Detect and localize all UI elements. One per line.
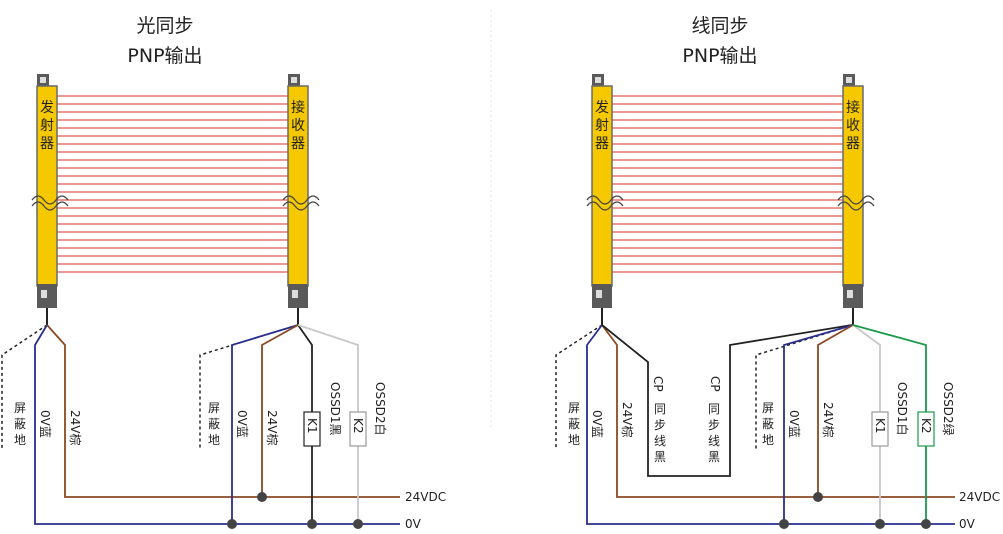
cp-label-4: 线 (654, 434, 666, 448)
k1-relay (303, 411, 321, 447)
shield-label-1: 屏 (762, 401, 774, 415)
shield-label-3: 地 (568, 433, 580, 447)
junction-dot (779, 519, 789, 529)
v0-label: 0V蓝 (787, 410, 801, 438)
emitter-label-3: 器 (40, 136, 54, 152)
light-sync-panel: 光同步 PNP输出 发 射 器 (1, 15, 446, 531)
power-rails: 24VDC 0V (779, 490, 1000, 531)
cp-label: CP (708, 376, 722, 392)
emitter-bar: 发 射 器 (586, 74, 624, 308)
emitter-wire-labels: 屏 蔽 地 0V蓝 24V棕 CP 同 步 线 黑 (568, 376, 666, 464)
receiver-wire-labels: 屏 蔽 地 0V蓝 24V棕 K1 OSSD1黑 K2 OSSD2白 (208, 382, 388, 447)
cp-label-2: 同 (654, 402, 666, 416)
junction-dot (353, 519, 363, 529)
line-sync-panel: 线同步 PNP输出 发 射 器 (555, 15, 1000, 531)
emitter-bar: 发 射 器 (31, 74, 69, 308)
ossd1-label: OSSD1黑 (328, 382, 342, 436)
shield-label-2: 蔽 (568, 417, 580, 431)
v0-label: 0V蓝 (590, 410, 604, 438)
cp-label: CP (651, 376, 665, 392)
rail-24v-label: 24VDC (405, 490, 446, 504)
k2-label: K2 (351, 418, 365, 434)
junction-dot (227, 519, 237, 529)
ossd2-label: OSSD2白 (373, 382, 388, 436)
emitter-wire-labels: 屏 蔽 地 0V蓝 24V棕 (14, 401, 83, 447)
shield-label-1: 屏 (14, 401, 26, 415)
emitter-label-3: 器 (595, 136, 609, 152)
receiver-wires (755, 308, 927, 524)
shield-label-2: 蔽 (762, 417, 774, 431)
power-rails: 24VDC 0V (227, 490, 446, 531)
k2-relay (917, 411, 935, 447)
ossd1-label: OSSD1白 (895, 382, 910, 436)
shield-label-2: 蔽 (14, 417, 26, 431)
receiver-wire-labels: CP 同 步 线 黑 屏 蔽 地 0V蓝 24V棕 K1 OSSD1白 K2 O… (708, 376, 956, 464)
rail-24v-label: 24VDC (959, 490, 1000, 504)
receiver-bar: 接 收 器 (282, 74, 320, 308)
k1-label: K1 (305, 418, 319, 434)
cp-label-5: 黑 (654, 450, 666, 464)
panel-subtitle: PNP输出 (682, 45, 757, 67)
k1-relay (871, 411, 889, 447)
cp-label-4: 线 (708, 434, 720, 448)
v24-label: 24V棕 (821, 402, 836, 437)
cp-label-2: 同 (708, 402, 720, 416)
k2-label: K2 (919, 418, 933, 434)
k1-label: K1 (873, 418, 887, 434)
panel-subtitle: PNP输出 (127, 45, 202, 67)
shield-label-3: 地 (14, 433, 26, 447)
light-beams (55, 95, 290, 273)
shield-label-3: 地 (208, 433, 220, 447)
v24-label: 24V棕 (68, 410, 83, 445)
receiver-label-2: 收 (846, 118, 860, 134)
light-beams (610, 95, 845, 273)
v24-label: 24V棕 (265, 410, 280, 445)
shield-label-2: 蔽 (208, 417, 220, 431)
emitter-label-2: 射 (40, 118, 54, 134)
emitter-label-2: 射 (595, 118, 609, 134)
v0-label: 0V蓝 (235, 410, 249, 438)
cp-label-3: 步 (654, 418, 666, 432)
receiver-label-2: 收 (291, 118, 305, 134)
v0-label: 0V蓝 (38, 410, 52, 438)
emitter-wires (555, 308, 955, 525)
receiver-label-3: 器 (291, 136, 305, 152)
junction-dot (813, 492, 823, 502)
shield-label-3: 地 (762, 433, 774, 447)
junction-dot (921, 519, 931, 529)
panel-title: 光同步 (136, 15, 193, 37)
cp-label-5: 黑 (708, 450, 720, 464)
shield-label-1: 屏 (568, 401, 580, 415)
receiver-label-3: 器 (846, 136, 860, 152)
shield-label-1: 屏 (208, 401, 220, 415)
cp-sync-wire (601, 324, 853, 477)
rail-0v-label: 0V (959, 517, 976, 531)
junction-dot (257, 492, 267, 502)
v24-label: 24V棕 (620, 402, 635, 437)
receiver-bar: 接 收 器 (837, 74, 875, 308)
receiver-wires (199, 308, 359, 524)
junction-dot (875, 519, 885, 529)
ossd2-label: OSSD2绿 (941, 382, 956, 436)
receiver-label-1: 接 (846, 99, 860, 116)
rail-0v-label: 0V (405, 517, 422, 531)
receiver-label-1: 接 (291, 99, 305, 116)
emitter-label-1: 发 (40, 100, 54, 116)
emitter-label-1: 发 (595, 100, 609, 116)
cp-label-3: 步 (708, 418, 720, 432)
panel-title: 线同步 (691, 15, 748, 37)
junction-dot (307, 519, 317, 529)
k2-relay (349, 411, 367, 447)
